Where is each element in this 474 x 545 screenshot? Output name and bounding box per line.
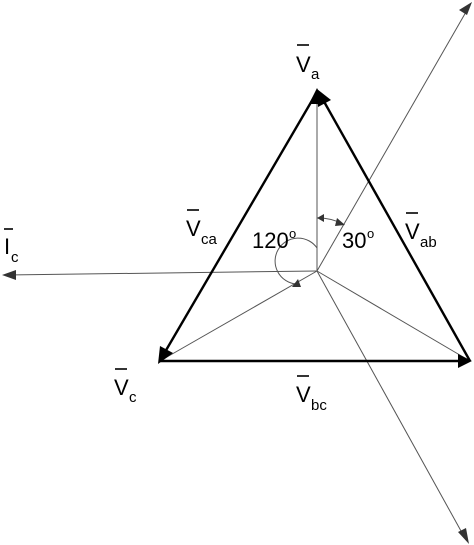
angle-120-unit: o bbox=[289, 226, 296, 241]
va-subscript: a bbox=[311, 66, 320, 83]
angle-30-arc-arrowhead-left bbox=[317, 214, 324, 222]
vca-label: V ca bbox=[186, 209, 218, 248]
vb-main: V bbox=[114, 375, 129, 400]
vab-label: V ab bbox=[405, 212, 437, 251]
vbc-label: V bc bbox=[296, 375, 327, 414]
vab-main: V bbox=[405, 219, 420, 244]
vab-arrow-line bbox=[320, 97, 472, 362]
current-ia-arrowhead bbox=[459, 2, 472, 15]
current-ib-arrowhead bbox=[458, 528, 469, 544]
angle-120-label: 120 o bbox=[252, 226, 296, 253]
vbc-subscript: bc bbox=[311, 397, 327, 414]
ic-subscript: c bbox=[11, 249, 19, 266]
current-ib-line bbox=[316, 270, 467, 541]
angle-120-arc-arrowhead bbox=[292, 279, 301, 287]
vca-main: V bbox=[186, 216, 201, 241]
current-ic-line bbox=[5, 270, 318, 276]
angle-120-arc bbox=[274, 237, 318, 285]
angle-30-unit: o bbox=[367, 226, 374, 241]
angle-30-value: 30 bbox=[342, 228, 366, 253]
phasor-b-line bbox=[316, 270, 471, 362]
vca-subscript: ca bbox=[201, 231, 218, 248]
vbc-main: V bbox=[296, 382, 311, 407]
phasor-c-line bbox=[159, 270, 318, 362]
vca-arrowhead bbox=[158, 346, 173, 364]
vca-arrow-line bbox=[163, 91, 319, 353]
vb-label: V c bbox=[114, 368, 137, 406]
angle-30-arc-arrowhead-right bbox=[335, 218, 345, 226]
angle-120-value: 120 bbox=[252, 228, 289, 253]
vb-subscript: c bbox=[129, 389, 137, 406]
current-ic-arrowhead bbox=[2, 270, 16, 280]
vab-arrowhead bbox=[317, 89, 331, 107]
vbc-arrowhead bbox=[458, 354, 472, 368]
angle-30-label: 30 o bbox=[342, 226, 374, 253]
vab-subscript: ab bbox=[420, 234, 437, 251]
va-label: V a bbox=[296, 44, 320, 83]
va-main: V bbox=[296, 52, 311, 77]
current-ia-line bbox=[316, 4, 471, 272]
ic-label: I c bbox=[4, 228, 19, 266]
ic-main: I bbox=[4, 234, 10, 259]
